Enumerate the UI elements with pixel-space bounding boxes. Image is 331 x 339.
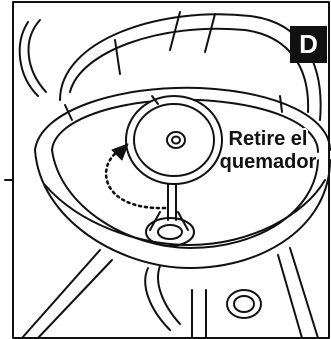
- side-handle: [144, 265, 181, 331]
- grill-legs: [21, 247, 319, 339]
- vent-knob: [226, 289, 262, 319]
- instruction-label: Retire el quemador: [206, 128, 330, 174]
- grill-bowl: [34, 86, 331, 269]
- grill-lid: [18, 11, 322, 121]
- burner-base: [145, 179, 195, 247]
- instruction-line-2: quemador: [219, 151, 317, 173]
- panel-label-badge: D: [290, 26, 327, 63]
- instruction-line-1: Retire el: [228, 128, 308, 150]
- movement-arrow: [104, 143, 167, 210]
- burner-disc: [125, 95, 223, 185]
